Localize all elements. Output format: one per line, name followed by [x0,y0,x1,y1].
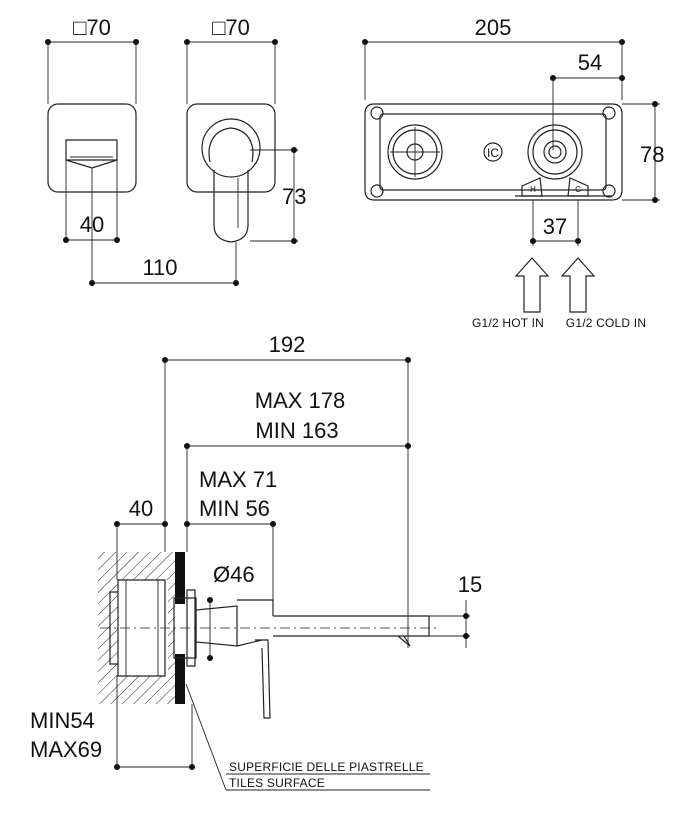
spout-plate-front-view: □70 40 [45,15,139,283]
dim-min56: MIN 56 [199,496,270,521]
dim-min163: MIN 163 [255,418,338,443]
hot-inlet-label: G1/2 HOT IN [472,316,544,330]
cold-marker: C [575,185,581,194]
hot-marker: H [530,185,536,194]
dim-max69: MAX69 [30,737,102,762]
dim-40-wall: 40 [129,496,153,521]
dim-max71: MAX 71 [199,467,277,492]
dim-plate-b: □70 [212,15,250,40]
dim-37: 37 [543,214,567,239]
dim-205: 205 [475,15,512,40]
builtin-box-view: 205 54 IC H C [362,15,664,330]
dim-73: 73 [282,184,306,209]
dim-dia46: Ø46 [213,562,255,587]
side-section-view: 192 MAX 178 MIN 163 MAX 71 MIN 56 40 [30,332,482,791]
dim-54: 54 [578,50,602,75]
dim-15: 15 [458,572,482,597]
logo-mark: IC [487,146,499,160]
dim-plate-a: □70 [73,15,111,40]
tiles-label-it: SUPERFICIE DELLE PIASTRELLE [229,760,424,774]
cold-inlet-arrow [560,257,596,313]
dim-110: 110 [142,255,177,280]
dim-192: 192 [269,332,306,357]
cold-inlet-label: G1/2 COLD IN [566,316,646,330]
mixer-plate-front-view: □70 73 110 [89,15,306,286]
dim-min54: MIN54 [30,708,95,733]
tiles-label-en: TILES SURFACE [229,776,325,790]
hot-inlet-arrow [514,257,550,313]
dim-max178: MAX 178 [255,388,346,413]
dim-78: 78 [640,142,664,167]
